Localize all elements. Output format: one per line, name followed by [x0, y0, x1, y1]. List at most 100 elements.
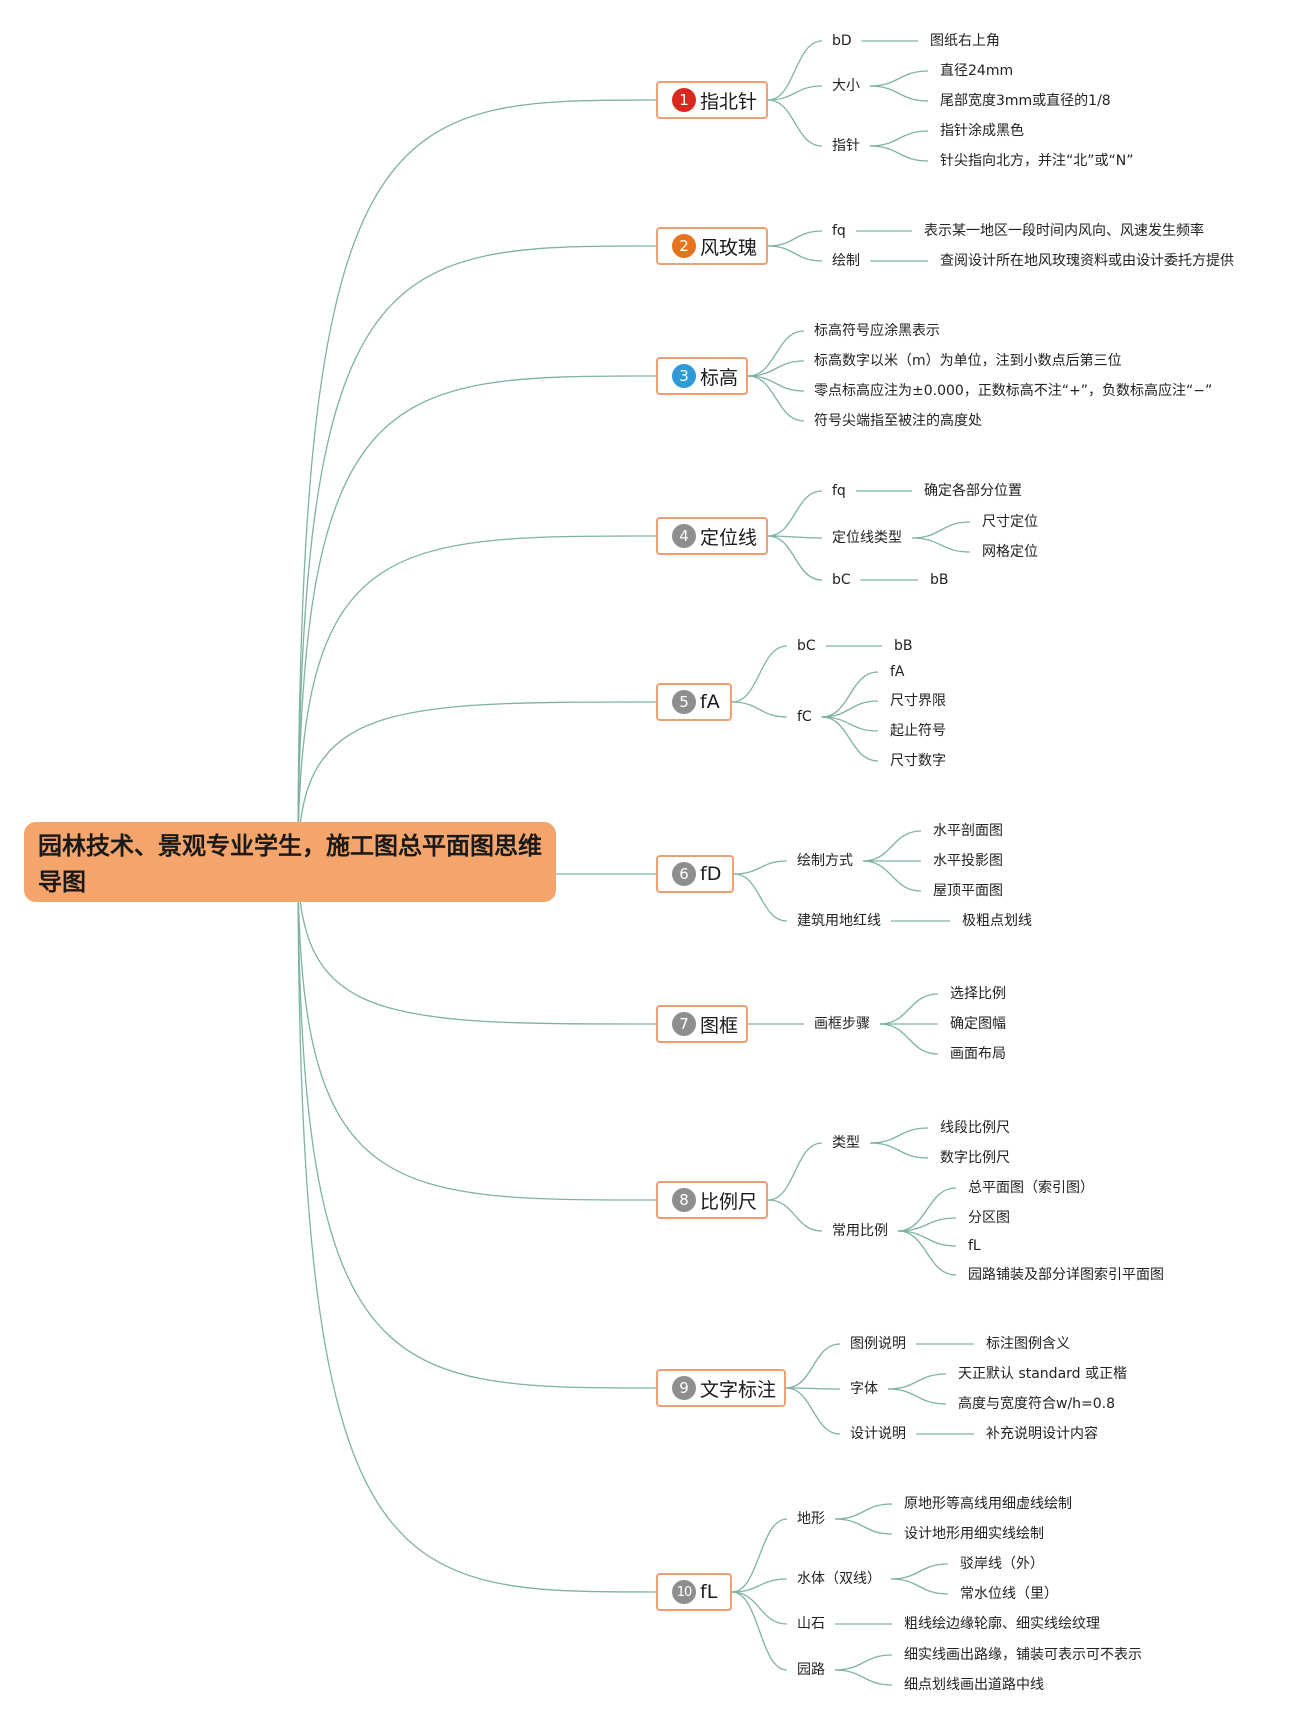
leaf-8-2-3[interactable]: fL — [968, 1238, 981, 1254]
leaf-6-2-1[interactable]: 极粗点划线 — [962, 913, 1032, 929]
leaf-5-2-3[interactable]: 起止符号 — [890, 723, 946, 739]
leaf-8-1-2[interactable]: 数字比例尺 — [940, 1150, 1010, 1166]
link-topic-2-to-2 — [767, 245, 823, 262]
link-4-2-to-2 — [911, 537, 971, 553]
subtopic-9-2[interactable]: 字体 — [850, 1381, 878, 1397]
leaf-7-1-2[interactable]: 确定图幅 — [950, 1016, 1006, 1032]
leaf-1-3-2[interactable]: 针尖指向北方，并注“北”或“N” — [940, 153, 1134, 169]
subtopic-10-3[interactable]: 山石 — [797, 1616, 825, 1632]
subtopic-8-1[interactable]: 类型 — [832, 1135, 860, 1151]
subtopic-10-4[interactable]: 园路 — [797, 1662, 825, 1678]
leaf-1-2-1[interactable]: 直径24mm — [940, 63, 1014, 79]
number-badge-icon: 9 — [672, 1376, 696, 1400]
leaf-2-1-1[interactable]: 表示某一地区一段时间内风向、风速发生频率 — [924, 223, 1204, 239]
subtopic-3-4[interactable]: 符号尖端指至被注的高度处 — [814, 413, 982, 429]
subtopic-10-2[interactable]: 水体（双线） — [797, 1571, 881, 1587]
leaf-10-4-1[interactable]: 细实线画出路缘，铺装可表示可不表示 — [904, 1647, 1142, 1663]
subtopic-9-3[interactable]: 设计说明 — [850, 1426, 906, 1442]
link-4-2-to-1 — [911, 521, 971, 539]
leaf-6-1-1[interactable]: 水平剖面图 — [933, 823, 1003, 839]
link-topic-6-to-1 — [733, 860, 788, 875]
leaf-8-1-1[interactable]: 线段比例尺 — [940, 1120, 1010, 1136]
link-8-2-to-2 — [897, 1217, 957, 1232]
subtopic-1-3[interactable]: 指针 — [832, 138, 860, 154]
leaf-9-2-2[interactable]: 高度与宽度符合w/h=0.8 — [958, 1396, 1116, 1412]
leaf-6-1-2[interactable]: 水平投影图 — [933, 853, 1003, 869]
leaf-8-2-4[interactable]: 园路铺装及部分详图索引平面图 — [968, 1267, 1164, 1283]
leaf-10-1-2[interactable]: 设计地形用细实线绘制 — [904, 1526, 1044, 1542]
leaf-7-1-3[interactable]: 画面布局 — [950, 1046, 1006, 1062]
subtopic-7-1[interactable]: 画框步骤 — [814, 1016, 870, 1032]
leaf-4-2-2[interactable]: 网格定位 — [982, 544, 1038, 560]
link-8-2-to-4 — [897, 1230, 957, 1276]
link-8-2-to-1 — [897, 1187, 957, 1232]
link-1-2-to-1 — [869, 70, 929, 87]
link-topic-1-to-3 — [767, 99, 823, 147]
root-topic[interactable]: 园林技术、景观专业学生，施工图总平面图思维导图 — [24, 822, 556, 902]
subtopic-4-2[interactable]: 定位线类型 — [832, 530, 902, 546]
number-badge-icon: 2 — [672, 234, 696, 258]
subtopic-6-2[interactable]: 建筑用地红线 — [797, 913, 881, 929]
leaf-5-2-4[interactable]: 尺寸数字 — [890, 753, 946, 769]
leaf-5-2-2[interactable]: 尺寸界限 — [890, 693, 946, 709]
leaf-8-2-2[interactable]: 分区图 — [968, 1210, 1010, 1226]
subtopic-1-1[interactable]: bD — [832, 33, 852, 49]
leaf-9-1-1[interactable]: 标注图例含义 — [986, 1336, 1070, 1352]
leaf-10-1-1[interactable]: 原地形等高线用细虚线绘制 — [904, 1496, 1072, 1512]
leaf-10-3-1[interactable]: 粗线绘边缘轮廓、细实线绘纹理 — [904, 1616, 1100, 1632]
subtopic-5-1[interactable]: bC — [797, 638, 816, 654]
link-topic-5-to-1 — [731, 645, 788, 703]
subtopic-4-3[interactable]: bC — [832, 572, 851, 588]
topic-label: 图框 — [700, 1014, 739, 1037]
leaf-7-1-1[interactable]: 选择比例 — [950, 986, 1006, 1002]
leaf-4-2-1[interactable]: 尺寸定位 — [982, 514, 1038, 530]
leaf-10-2-1[interactable]: 驳岸线（外） — [960, 1556, 1044, 1572]
subtopic-10-1[interactable]: 地形 — [797, 1511, 825, 1527]
number-badge-icon: 1 — [672, 88, 696, 112]
leaf-6-1-3[interactable]: 屋顶平面图 — [933, 883, 1003, 899]
leaf-4-3-1[interactable]: bB — [930, 572, 949, 588]
subtopic-5-2[interactable]: fC — [797, 709, 812, 725]
link-10-2-to-2 — [890, 1578, 949, 1595]
subtopic-3-1[interactable]: 标高符号应涂黑表示 — [814, 323, 940, 339]
leaf-1-1-1[interactable]: 图纸右上角 — [930, 33, 1000, 49]
leaf-9-2-1[interactable]: 天正默认 standard 或正楷 — [958, 1366, 1127, 1382]
subtopic-9-1[interactable]: 图例说明 — [850, 1336, 906, 1352]
link-topic-10-to-4 — [731, 1591, 788, 1671]
subtopic-4-1[interactable]: fq — [832, 483, 846, 499]
link-7-1-to-1 — [879, 993, 939, 1025]
subtopic-3-3[interactable]: 零点标高应注为±0.000，正数标高不注“+”，负数标高应注“−” — [814, 383, 1213, 399]
subtopic-1-2[interactable]: 大小 — [832, 78, 860, 94]
subtopic-2-2[interactable]: 绘制 — [832, 253, 860, 269]
subtopic-3-2[interactable]: 标高数字以米（m）为单位，注到小数点后第三位 — [814, 353, 1122, 369]
leaf-10-4-2[interactable]: 细点划线画出道路中线 — [904, 1677, 1044, 1693]
link-root-to-topic-3 — [297, 375, 657, 863]
leaf-10-2-2[interactable]: 常水位线（里） — [960, 1586, 1058, 1602]
link-1-2-to-2 — [869, 85, 929, 102]
subtopic-8-2[interactable]: 常用比例 — [832, 1223, 888, 1239]
leaf-4-1-1[interactable]: 确定各部分位置 — [924, 483, 1022, 499]
link-root-to-topic-2 — [297, 245, 657, 863]
leaf-8-2-1[interactable]: 总平面图（索引图） — [968, 1180, 1094, 1196]
leaf-5-2-1[interactable]: fA — [890, 664, 905, 680]
leaf-2-2-1[interactable]: 查阅设计所在地风玫瑰资料或由设计委托方提供 — [940, 253, 1234, 269]
leaf-1-2-2[interactable]: 尾部宽度3mm或直径的1/8 — [940, 93, 1111, 109]
leaf-1-3-1[interactable]: 指针涂成黑色 — [940, 123, 1024, 139]
link-topic-8-to-2 — [767, 1199, 823, 1232]
link-topic-9-to-3 — [785, 1387, 841, 1435]
subtopic-6-1[interactable]: 绘制方式 — [797, 853, 853, 869]
leaf-9-3-1[interactable]: 补充说明设计内容 — [986, 1426, 1098, 1442]
link-root-to-topic-1 — [297, 99, 657, 863]
leaf-5-1-1[interactable]: bB — [894, 638, 913, 654]
subtopic-2-1[interactable]: fq — [832, 223, 846, 239]
